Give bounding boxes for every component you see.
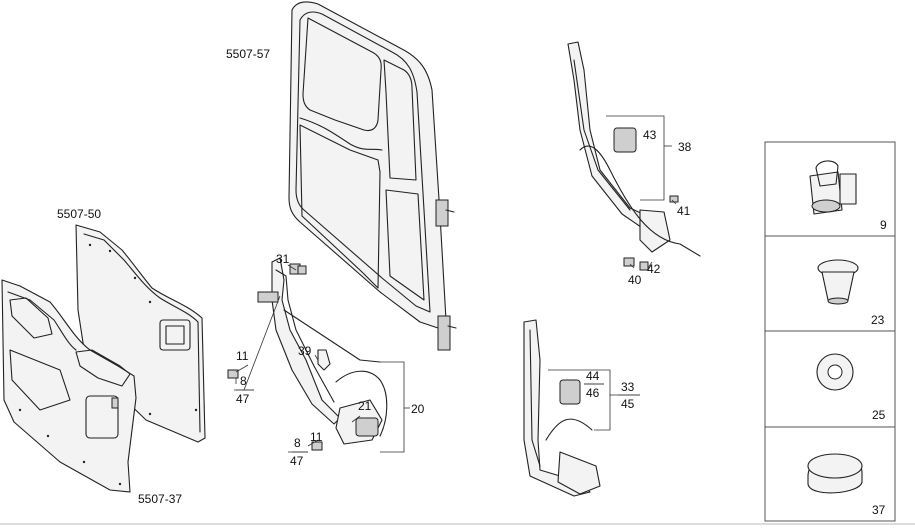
cap-icon <box>807 453 863 494</box>
washer-icon <box>816 353 854 391</box>
small-parts-legend: 9 23 25 37 <box>764 141 896 522</box>
callout-31: 31 <box>276 252 290 266</box>
callout-43: 43 <box>643 128 657 142</box>
label-door-assembly: 5507-57 <box>226 47 270 61</box>
legend-number-9: 9 <box>880 218 887 232</box>
callout-11-lower: 11 <box>310 430 323 444</box>
window-regulator-assembly <box>227 257 388 451</box>
label-door-panel-assembly: 5507-37 <box>138 492 182 506</box>
callout-40: 40 <box>628 273 642 287</box>
door-trim-panel <box>1 279 137 493</box>
callout-38: 38 <box>678 140 692 154</box>
callout-20: 20 <box>411 402 425 416</box>
callout-33: 33 <box>621 380 635 394</box>
upper-regulator-assembly <box>567 41 701 271</box>
legend-number-25: 25 <box>872 408 886 422</box>
plug-icon <box>817 259 859 305</box>
label-inner-trim-assembly: 5507-50 <box>57 207 101 221</box>
callout-47-upper: 47 <box>236 392 250 406</box>
callout-42: 42 <box>647 262 661 276</box>
callout-41: 41 <box>677 204 691 218</box>
callout-39: 39 <box>298 344 312 358</box>
callout-45: 45 <box>621 397 635 411</box>
inner-trim-panel <box>75 224 206 443</box>
callout-47-lower: 47 <box>290 454 304 468</box>
door-shell <box>288 1 457 351</box>
callout-8-upper: 8 <box>240 374 247 388</box>
callout-21: 21 <box>358 399 372 413</box>
legend-cell-4 <box>764 426 896 522</box>
lower-regulator-assembly <box>523 319 601 497</box>
legend-number-23: 23 <box>871 313 885 327</box>
clip-icon <box>809 160 857 215</box>
callout-8-lower: 8 <box>294 436 301 450</box>
callout-44: 44 <box>586 369 600 383</box>
callout-11-upper: 11 <box>236 349 249 363</box>
callout-46: 46 <box>586 386 600 400</box>
legend-number-37: 37 <box>872 503 886 517</box>
